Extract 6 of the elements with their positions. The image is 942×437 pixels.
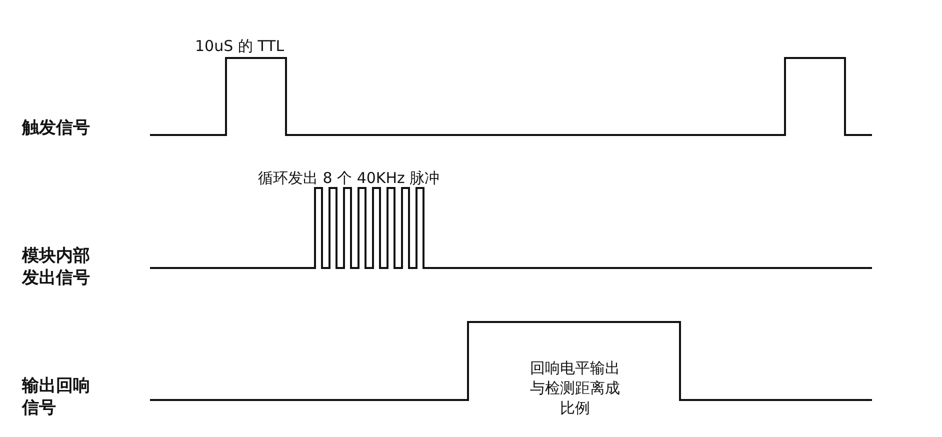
annotation: 回响电平输出与检测距离成比例 bbox=[529, 358, 621, 418]
signal-name: 触发信号 bbox=[22, 117, 90, 139]
signal-name: 模块内部发出信号 bbox=[22, 245, 91, 289]
pulse-label: 10uS 的 TTL bbox=[195, 36, 284, 56]
pulse-label: 循环发出 8 个 40KHz 脉冲 bbox=[258, 168, 440, 188]
signal-name: 输出回响信号 bbox=[22, 375, 91, 419]
